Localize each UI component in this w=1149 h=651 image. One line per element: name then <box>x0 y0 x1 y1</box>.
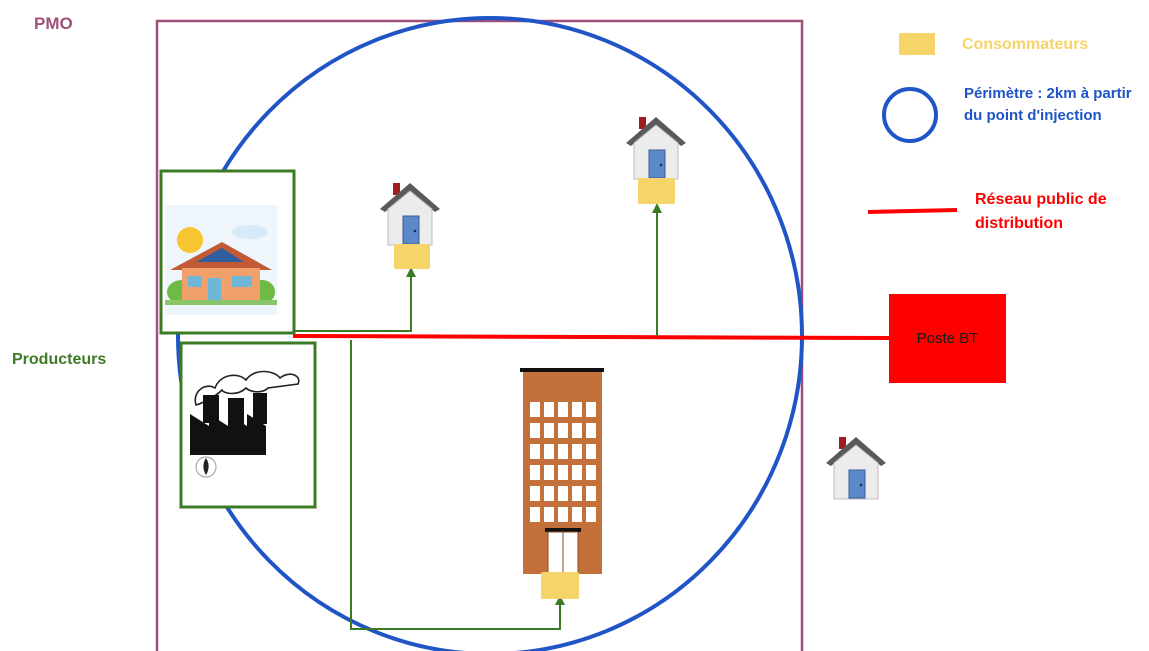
consumer-marker-icon <box>394 244 430 269</box>
building-window <box>558 486 568 501</box>
legend-perimetre-label: Périmètre : 2km à partir du point d'inje… <box>964 85 1132 124</box>
building-window <box>544 486 554 501</box>
consumer-marker-icon <box>638 178 675 204</box>
building-window <box>586 486 596 501</box>
house-icon <box>825 436 887 500</box>
building-window <box>530 402 540 417</box>
building-window <box>558 465 568 480</box>
building-window <box>586 465 596 480</box>
building-window <box>586 402 596 417</box>
legend-reseau-label: Réseau public de distribution <box>975 191 1107 232</box>
building-window <box>586 444 596 459</box>
pmo-label: PMO <box>34 14 73 33</box>
producteurs-label: Producteurs <box>12 351 107 368</box>
building-window <box>558 402 568 417</box>
building-window <box>544 423 554 438</box>
flow-line-building <box>350 340 565 630</box>
building-window <box>586 423 596 438</box>
building-window <box>530 507 540 522</box>
building-window <box>572 423 582 438</box>
building-window <box>544 444 554 459</box>
building-window <box>530 465 540 480</box>
factory-icon <box>190 370 300 478</box>
house-icon <box>625 116 687 180</box>
flow-line-house1 <box>293 267 416 332</box>
poste-bt-label: Poste BT <box>916 330 979 347</box>
building-window <box>544 465 554 480</box>
office-building-icon <box>520 368 604 575</box>
building-window <box>558 444 568 459</box>
house-icon <box>379 182 441 246</box>
building-window <box>544 402 554 417</box>
legend-perimetre-swatch <box>882 87 938 143</box>
solar-house-icon <box>165 205 277 315</box>
building-window <box>572 507 582 522</box>
building-window <box>572 444 582 459</box>
building-window <box>558 507 568 522</box>
building-window <box>572 465 582 480</box>
legend-consommateurs-label: Consommateurs <box>962 36 1089 53</box>
reseau-line <box>292 334 893 340</box>
building-window <box>558 423 568 438</box>
building-window <box>530 486 540 501</box>
legend-consommateurs-swatch <box>899 33 935 55</box>
consumer-marker-icon <box>541 572 579 599</box>
building-window <box>530 423 540 438</box>
building-window <box>572 486 582 501</box>
building-window <box>586 507 596 522</box>
building-window <box>544 507 554 522</box>
legend-reseau-swatch <box>867 208 958 214</box>
poste-bt-box <box>889 294 1006 383</box>
building-window <box>572 402 582 417</box>
building-window <box>530 444 540 459</box>
